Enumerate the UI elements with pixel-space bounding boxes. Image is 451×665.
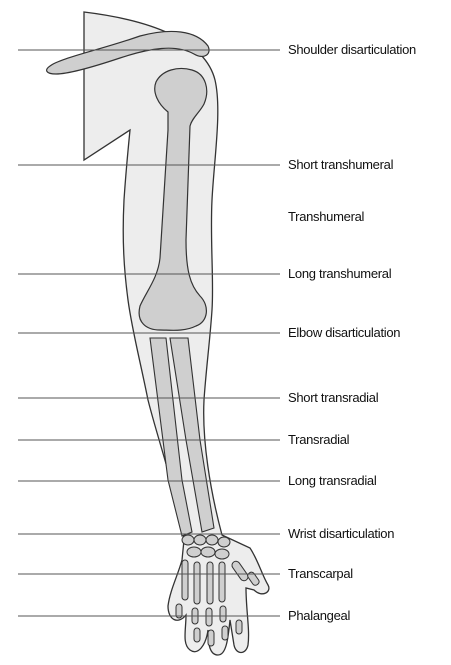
label-transhumeral: Transhumeral <box>288 209 364 225</box>
label-wrist-disarticulation: Wrist disarticulation <box>288 526 394 542</box>
label-transcarpal: Transcarpal <box>288 566 353 582</box>
label-elbow-disarticulation: Elbow disarticulation <box>288 325 400 341</box>
label-shoulder-disarticulation: Shoulder disarticulation <box>288 42 416 58</box>
label-transradial: Transradial <box>288 432 349 448</box>
label-short-transhumeral: Short transhumeral <box>288 157 393 173</box>
label-phalangeal: Phalangeal <box>288 608 350 624</box>
label-long-transradial: Long transradial <box>288 473 376 489</box>
label-long-transhumeral: Long transhumeral <box>288 266 391 282</box>
label-short-transradial: Short transradial <box>288 390 378 406</box>
